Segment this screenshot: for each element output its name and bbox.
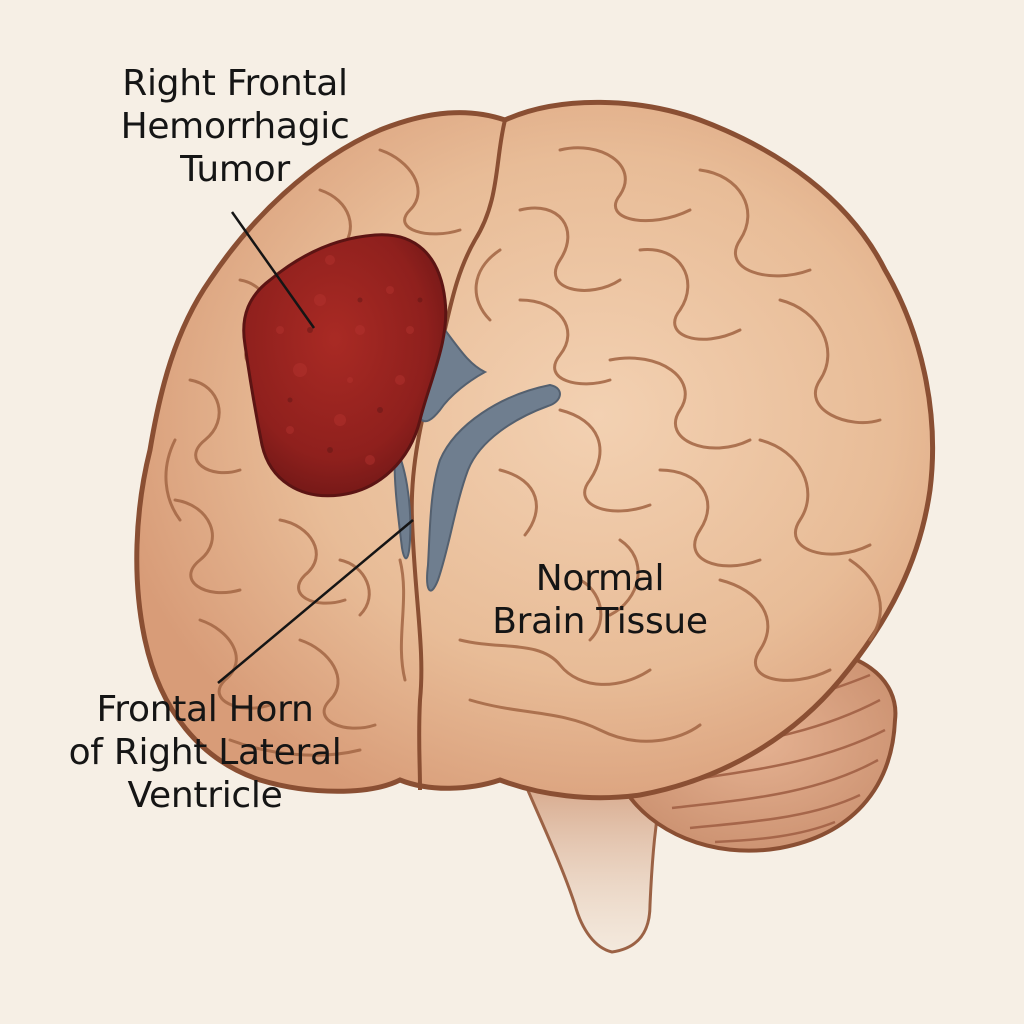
septal-horn xyxy=(393,441,412,560)
normal-tissue-label: Normal Brain Tissue xyxy=(492,558,708,643)
tumor-label: Right Frontal Hemorrhagic Tumor xyxy=(120,63,350,191)
ventricle-label: Frontal Horn of Right Lateral Ventricle xyxy=(68,689,342,817)
right-frontal-horn xyxy=(426,383,561,592)
ventricle-leader-line xyxy=(217,519,414,684)
brainstem xyxy=(512,758,667,954)
tumor-leader-line xyxy=(230,211,316,329)
longitudinal-fissure xyxy=(409,119,507,791)
